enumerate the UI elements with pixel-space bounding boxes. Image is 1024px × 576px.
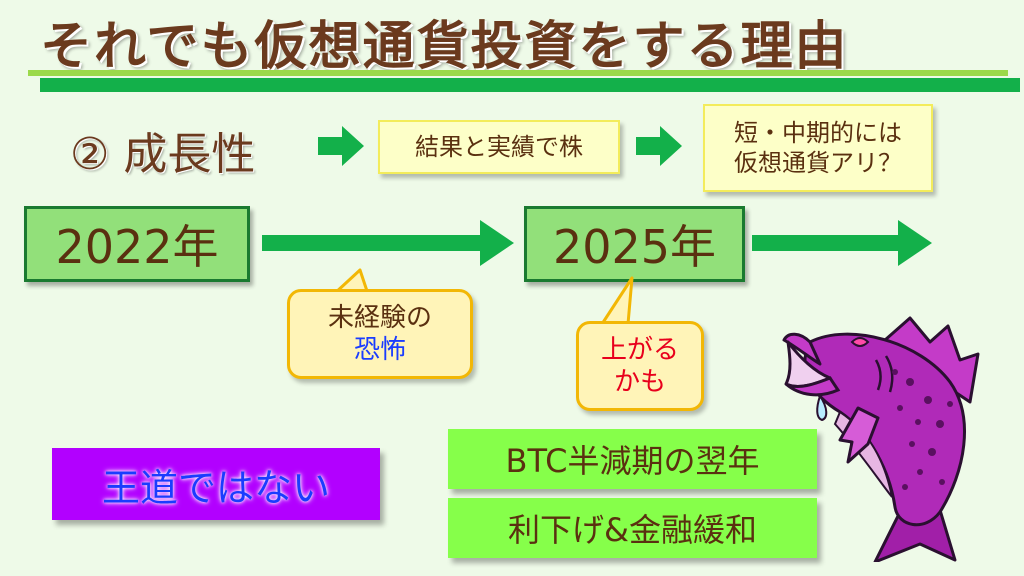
title-underline-light bbox=[28, 70, 1008, 76]
note-short-mid-line2: 仮想通貨アリ？ bbox=[734, 149, 902, 177]
timeline-arrow-icon bbox=[262, 220, 514, 266]
timeline-arrow-icon bbox=[752, 220, 932, 266]
title-underline-dark bbox=[40, 78, 1020, 92]
page-title: それでも仮想通貨投資をする理由 bbox=[40, 17, 849, 77]
note-result: 結果と実績で株 bbox=[378, 120, 620, 174]
arrow-right-icon bbox=[636, 126, 682, 166]
bubble-fear: 未経験の 恐怖 bbox=[287, 289, 473, 379]
arrow-right-icon bbox=[318, 126, 364, 166]
year-2022-label: 2022年 bbox=[55, 220, 219, 274]
bubble-rise-line1: 上がる bbox=[600, 335, 679, 365]
note-short-mid-line1: 短・中期的には bbox=[734, 119, 902, 147]
bubble-fear-line1: 未経験の bbox=[327, 303, 432, 333]
reason-halving-text: BTC半減期の翌年 bbox=[505, 442, 760, 480]
bubble-fear-line2: 恐怖 bbox=[353, 335, 406, 365]
not-mainstream-box: 王道ではない bbox=[52, 448, 380, 520]
growth-label: ② 成長性 bbox=[70, 129, 256, 180]
year-2022-box: 2022年 bbox=[24, 206, 250, 282]
year-2025-label: 2025年 bbox=[552, 220, 717, 274]
reason-rate-cut-text: 利下げ&金融緩和 bbox=[508, 511, 757, 549]
purple-fish-icon bbox=[782, 316, 980, 562]
reason-rate-cut-box: 利下げ&金融緩和 bbox=[448, 498, 817, 558]
bubble-rise: 上がる かも bbox=[576, 321, 704, 411]
year-2025-box: 2025年 bbox=[524, 206, 745, 282]
not-mainstream-text: 王道ではない bbox=[101, 465, 330, 510]
note-result-text: 結果と実績で株 bbox=[415, 133, 583, 161]
reason-halving-box: BTC半減期の翌年 bbox=[448, 429, 817, 489]
bubble-rise-line2: かも bbox=[613, 367, 666, 397]
note-short-mid: 短・中期的には 仮想通貨アリ？ bbox=[703, 104, 933, 192]
